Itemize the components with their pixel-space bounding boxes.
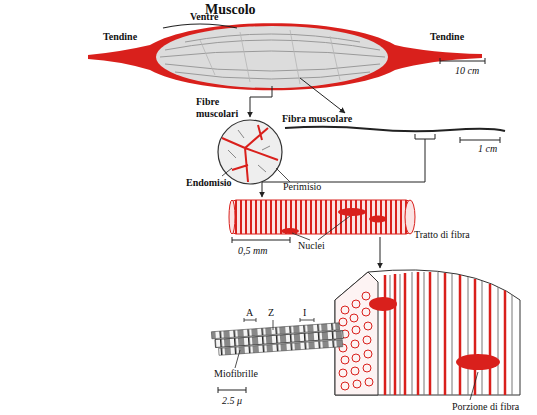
part-name: Endomisio [186,177,232,189]
part-name: Nuclei [298,240,325,252]
part-name: Miofibrille [214,368,258,380]
band-letter: I [303,307,306,319]
part-name: Tendine [103,31,137,43]
part-name: Fibra muscolare [282,113,352,125]
part-name: Tendine [430,31,464,43]
part-name: Porzione di fibra [452,401,519,413]
scale-label: 2.5 μ [222,395,242,407]
scale-label: 10 cm [455,65,479,77]
band-letter: A [246,307,253,319]
scale-label: 1 cm [478,143,497,155]
muscle-fiber [262,127,505,197]
fiber-portion [335,270,520,395]
part-name: Tratto di fibra [414,229,470,241]
fiber-segment [229,200,415,268]
cross-section [218,120,290,184]
myofibrils [211,318,478,400]
part-name: Ventre [190,11,218,23]
part-name: Perimisio [283,181,321,193]
scale-label: 0,5 mm [238,245,267,257]
part-name: Fibre muscolari [196,96,246,120]
whole-muscle [88,23,485,117]
band-letter: Z [268,307,274,319]
